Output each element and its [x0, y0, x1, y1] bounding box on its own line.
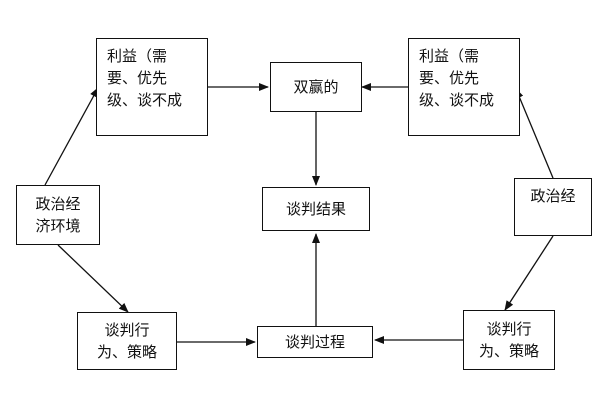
node-political-left: 政治经 济环境 — [16, 185, 100, 245]
node-interests-left-line-1: 利益（需 — [107, 47, 168, 65]
node-behavior-left: 谈判行 为、策略 — [77, 312, 177, 370]
node-interests-right-line-2: 要、优先 — [419, 69, 480, 87]
node-win-win: 双赢的 — [270, 62, 362, 112]
node-behavior-left-line-1: 谈判行 — [104, 321, 150, 339]
node-behavior-right-line-2: 为、策略 — [478, 342, 539, 360]
node-interests-right-line-3: 级、谈不成 — [419, 91, 495, 109]
node-interests-right: 利益（需 要、优先 级、谈不成 — [408, 38, 520, 136]
node-political-right-label: 政治经 — [530, 187, 576, 205]
node-behavior-right-line-1: 谈判行 — [486, 320, 532, 338]
node-process: 谈判过程 — [257, 326, 373, 358]
node-process-label: 谈判过程 — [284, 333, 345, 351]
node-outcome-label: 谈判结果 — [285, 200, 346, 218]
arrow-political-right-to-behavior-right — [504, 235, 554, 311]
node-political-right: 政治经 — [514, 178, 592, 236]
arrow-political-left-to-behavior-left — [57, 244, 129, 313]
node-behavior-left-line-2: 为、策略 — [96, 343, 157, 361]
node-interests-left: 利益（需 要、优先 级、谈不成 — [96, 38, 208, 136]
node-interests-left-line-2: 要、优先 — [107, 69, 168, 87]
node-outcome: 谈判结果 — [262, 187, 370, 231]
node-interests-right-line-1: 利益（需 — [419, 47, 480, 65]
node-interests-left-line-3: 级、谈不成 — [107, 91, 183, 109]
arrow-political-right-to-interests-right — [515, 88, 554, 179]
node-political-left-line-1: 政治经 — [35, 195, 81, 213]
arrow-political-left-to-interests-left — [44, 87, 99, 186]
node-behavior-right: 谈判行 为、策略 — [463, 310, 555, 370]
node-political-left-line-2: 济环境 — [35, 217, 81, 235]
node-win-win-label: 双赢的 — [293, 78, 339, 96]
